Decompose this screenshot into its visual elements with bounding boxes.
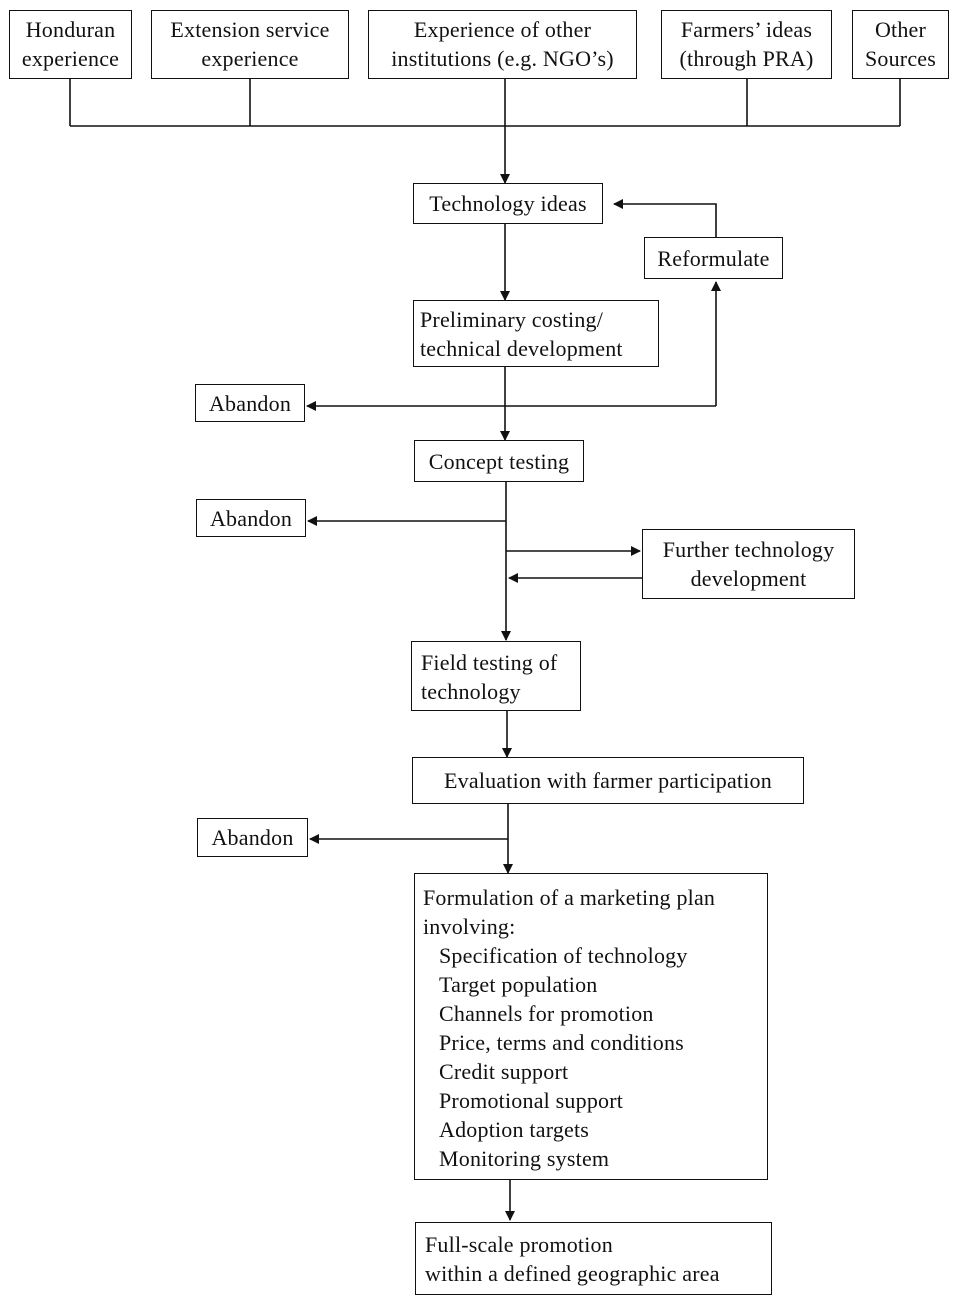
abandon-1-label: Abandon bbox=[208, 391, 292, 416]
marketing-plan-item: Promotional support bbox=[439, 1088, 624, 1113]
marketing-plan-item: Monitoring system bbox=[439, 1146, 610, 1171]
preliminary-line-1: Preliminary costing/ bbox=[420, 307, 604, 332]
source-extension-line-1: Extension service bbox=[170, 17, 330, 42]
marketing-plan-item: Channels for promotion bbox=[439, 1001, 654, 1026]
marketing-plan-title-2: involving: bbox=[423, 914, 516, 939]
node-abandon-2: Abandon bbox=[196, 499, 306, 537]
source-honduran-line-1: Honduran bbox=[25, 17, 116, 42]
source-institutions-line-1: Experience of other bbox=[413, 17, 592, 42]
node-field-testing: Field testing of technology bbox=[411, 641, 581, 711]
source-other-line-2: Sources bbox=[864, 46, 937, 71]
marketing-plan-title-1: Formulation of a marketing plan bbox=[423, 885, 716, 910]
further-dev-line-1: Further technology bbox=[662, 537, 835, 562]
node-concept-testing: Concept testing bbox=[414, 440, 584, 482]
source-honduran-line-2: experience bbox=[21, 46, 120, 71]
preliminary-line-2: technical development bbox=[420, 336, 623, 361]
marketing-plan-item: Target population bbox=[439, 972, 598, 997]
full-scale-line-1: Full-scale promotion bbox=[425, 1232, 613, 1257]
node-evaluation: Evaluation with farmer participation bbox=[412, 757, 804, 804]
full-scale-line-2: within a defined geographic area bbox=[425, 1261, 720, 1286]
abandon-3-label: Abandon bbox=[211, 825, 294, 850]
arrow-reformulate-to-ideas bbox=[613, 199, 717, 237]
field-testing-line-2: technology bbox=[421, 679, 521, 704]
node-abandon-1: Abandon bbox=[195, 384, 305, 422]
node-marketing-plan: Formulation of a marketing plan involvin… bbox=[414, 873, 768, 1180]
field-testing-line-1: Field testing of bbox=[421, 650, 558, 675]
source-extension-service-experience: Extension service experience bbox=[151, 10, 349, 79]
evaluation-label: Evaluation with farmer participation bbox=[444, 768, 772, 793]
source-other-sources: Other Sources bbox=[852, 10, 949, 79]
reformulate-label: Reformulate bbox=[657, 246, 770, 271]
marketing-plan-item: Adoption targets bbox=[439, 1117, 590, 1142]
source-farmers-ideas: Farmers’ ideas (through PRA) bbox=[661, 10, 832, 79]
node-further-technology-development: Further technology development bbox=[642, 529, 855, 599]
node-full-scale-promotion: Full-scale promotion within a defined ge… bbox=[415, 1222, 772, 1295]
marketing-plan-item: Credit support bbox=[439, 1059, 569, 1084]
technology-ideas-label: Technology ideas bbox=[429, 191, 587, 216]
further-dev-line-2: development bbox=[690, 566, 807, 591]
marketing-plan-item: Specification of technology bbox=[439, 943, 688, 968]
concept-testing-label: Concept testing bbox=[428, 449, 570, 474]
marketing-plan-item: Price, terms and conditions bbox=[439, 1030, 684, 1055]
source-honduran-experience: Honduran experience bbox=[9, 10, 132, 79]
source-institutions-line-2: institutions (e.g. NGO’s) bbox=[391, 46, 614, 71]
source-farmers-line-2: (through PRA) bbox=[679, 46, 814, 71]
source-other-line-1: Other bbox=[874, 17, 927, 42]
node-reformulate: Reformulate bbox=[644, 237, 783, 279]
node-preliminary-costing: Preliminary costing/ technical developme… bbox=[413, 300, 659, 367]
source-other-institutions: Experience of other institutions (e.g. N… bbox=[368, 10, 637, 79]
node-technology-ideas: Technology ideas bbox=[413, 183, 603, 224]
source-farmers-line-1: Farmers’ ideas bbox=[680, 17, 813, 42]
source-extension-line-2: experience bbox=[201, 46, 299, 71]
abandon-2-label: Abandon bbox=[209, 506, 293, 531]
node-abandon-3: Abandon bbox=[197, 818, 308, 857]
